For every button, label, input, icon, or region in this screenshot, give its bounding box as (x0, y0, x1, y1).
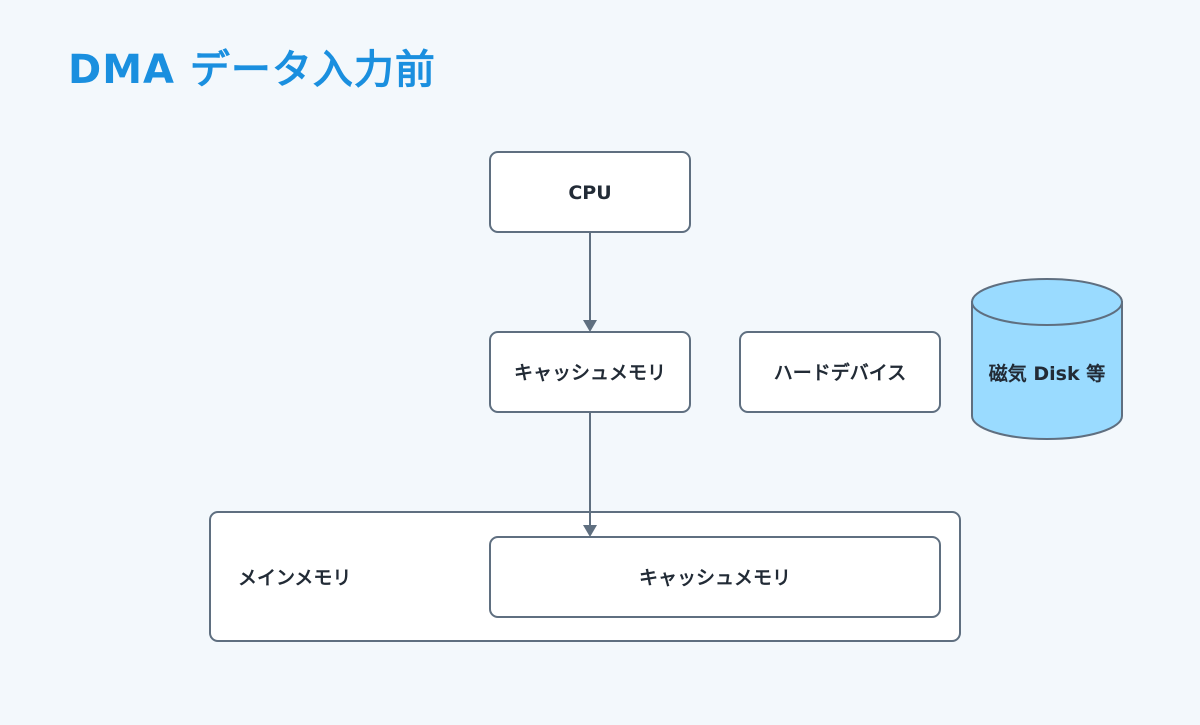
disk-label: 磁気 Disk 等 (989, 362, 1105, 385)
hard-device-node: ハードデバイス (739, 331, 941, 413)
inner-cache-memory-node: キャッシュメモリ (489, 536, 941, 618)
main-memory-label: メインメモリ (238, 567, 351, 589)
cpu-label: CPU (568, 182, 611, 204)
disk-node: 磁気 Disk 等 (971, 278, 1123, 440)
cache-memory-node: キャッシュメモリ (489, 331, 691, 413)
cache-memory-label: キャッシュメモリ (514, 362, 666, 384)
edge-cpu-to-cache (583, 232, 597, 332)
inner-cache-memory-label: キャッシュメモリ (639, 567, 791, 589)
cpu-node: CPU (489, 151, 691, 233)
page-title: DMA データ入力前 (68, 47, 436, 93)
edge-cache-to-inner-cache (583, 412, 597, 537)
hard-device-label: ハードデバイス (774, 361, 906, 384)
